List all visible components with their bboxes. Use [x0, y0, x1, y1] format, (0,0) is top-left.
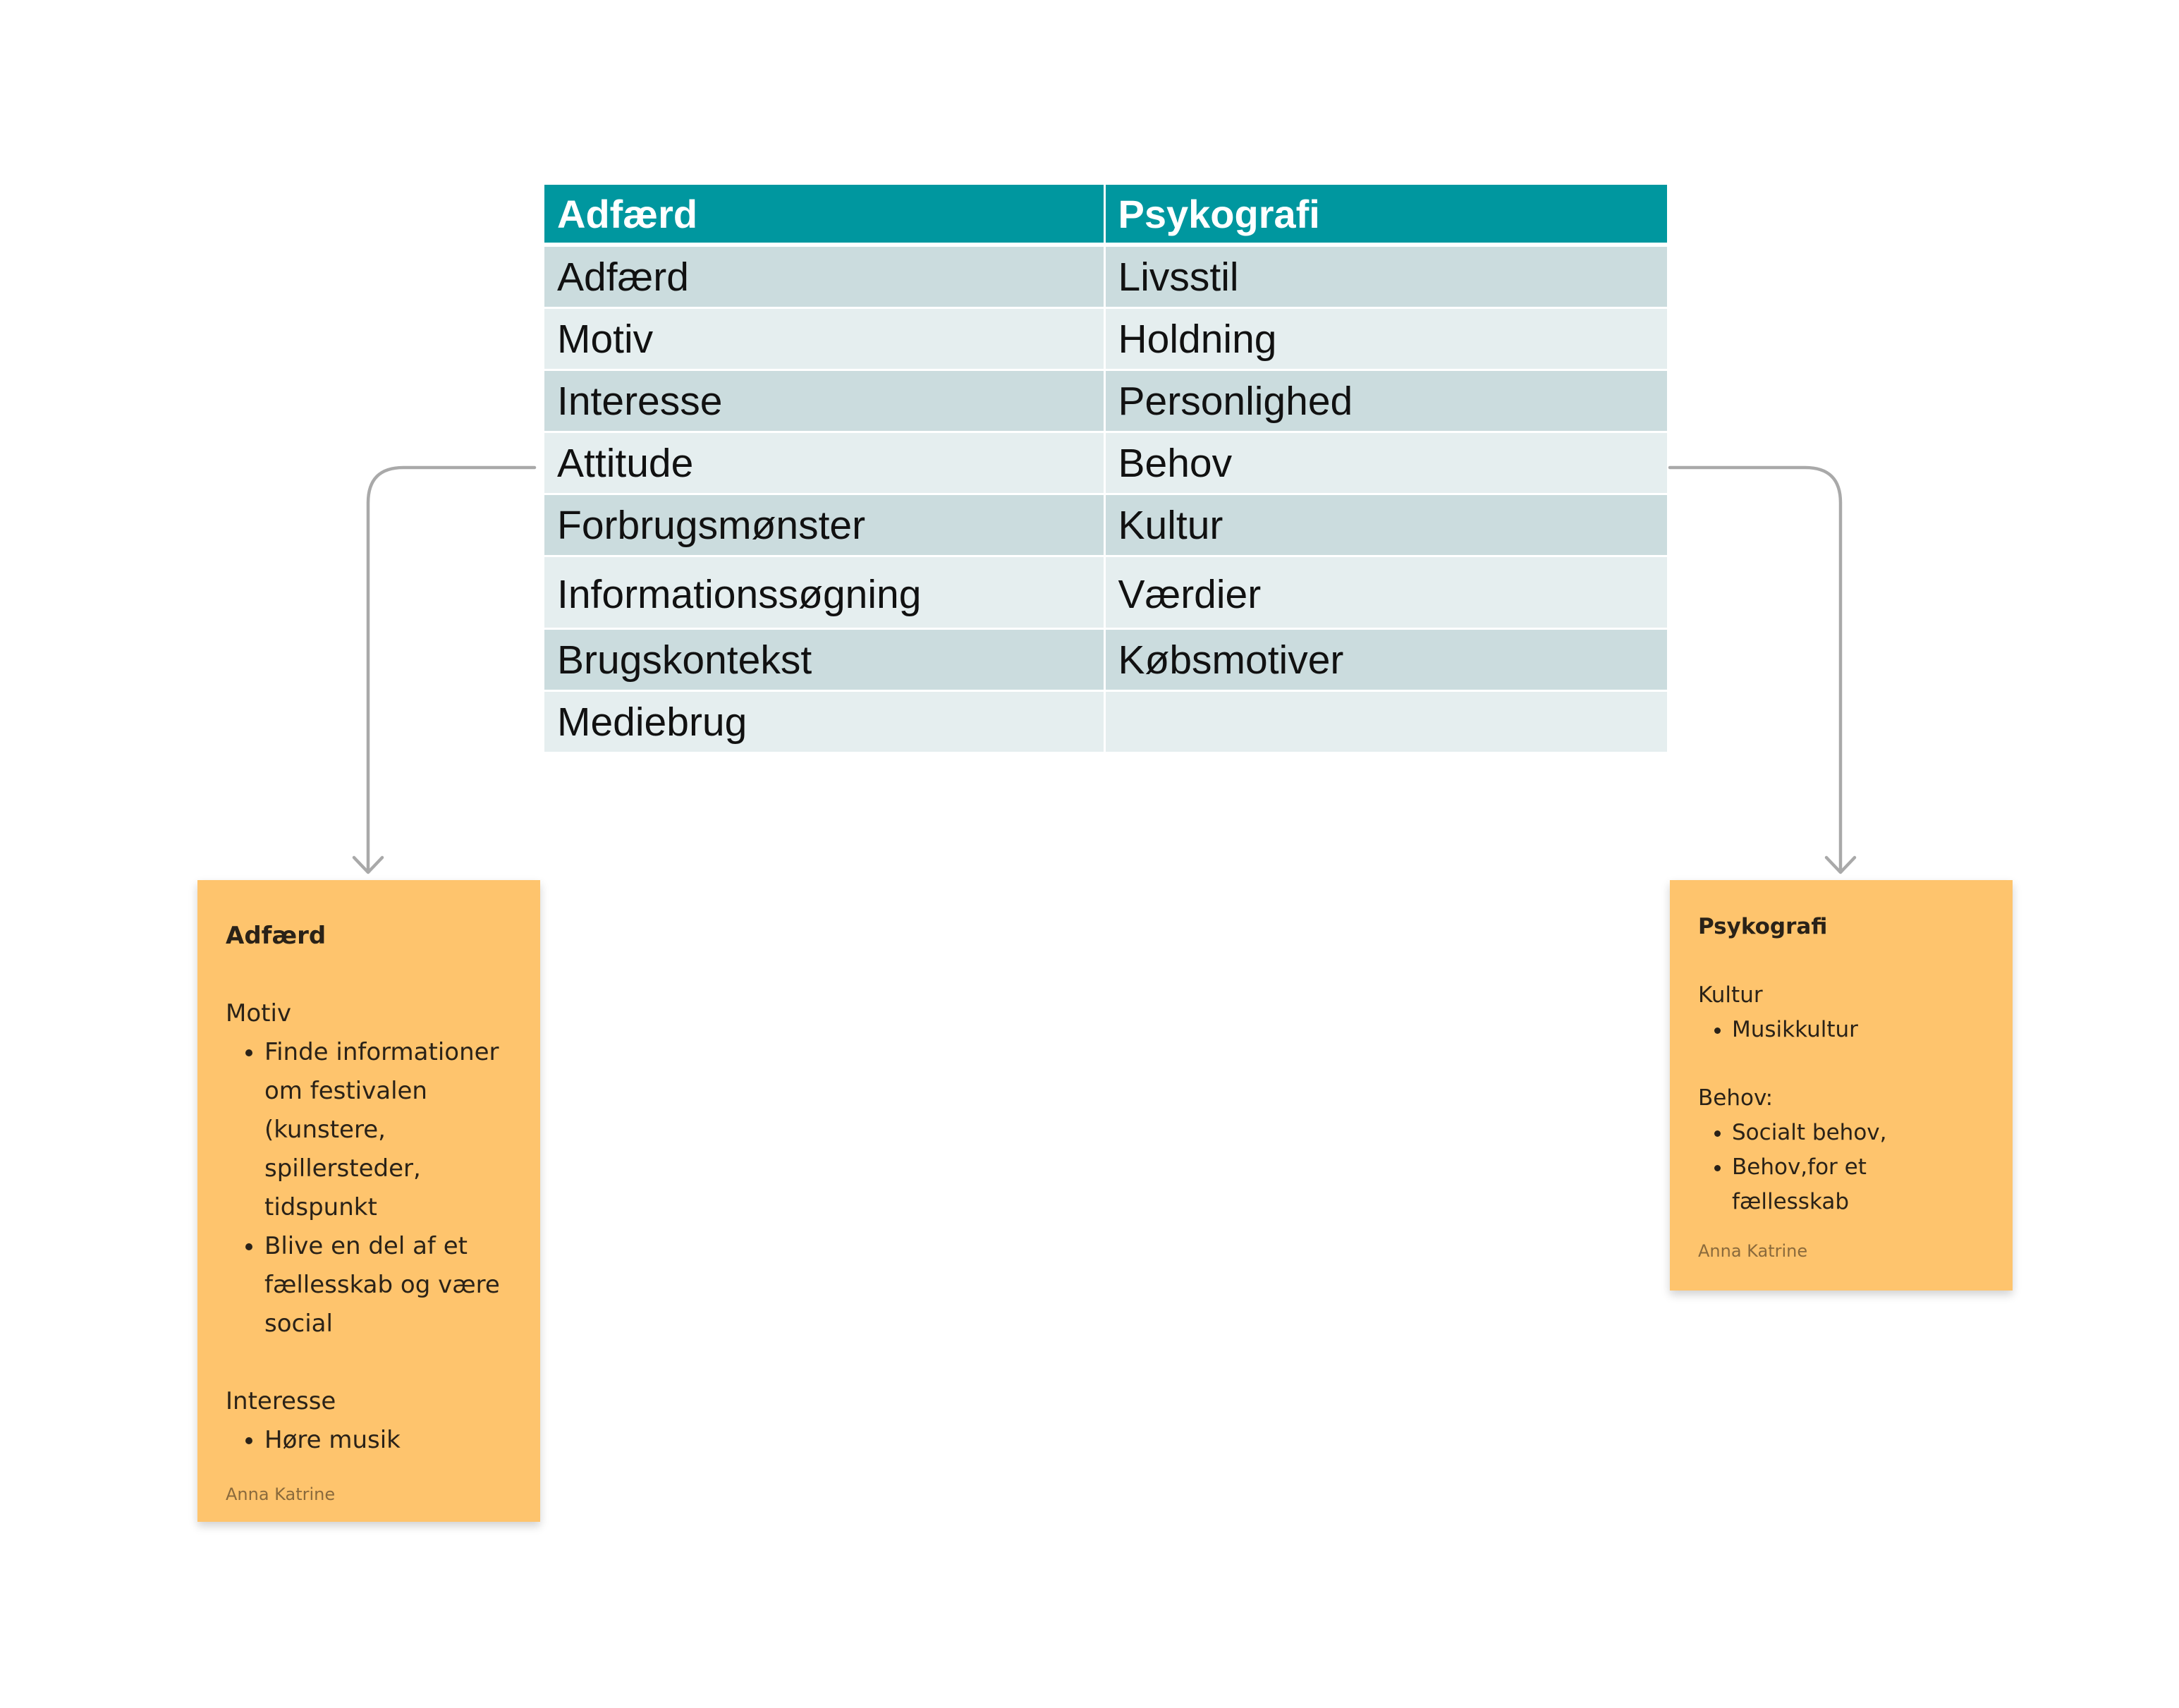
note-author: Anna Katrine — [1698, 1241, 1808, 1261]
table-cell: Kultur — [1104, 494, 1667, 557]
table-cell: Forbrugsmønster — [544, 494, 1106, 557]
list-item: Behov,for et fællesskab — [1732, 1150, 1984, 1219]
note-list: Musikkultur — [1698, 1013, 1984, 1047]
arrowhead-left-icon — [352, 855, 384, 874]
list-item: Finde informationer om festivalen (kunst… — [264, 1033, 512, 1227]
table-cell: Mediebrug — [544, 690, 1106, 754]
note-list: Høre musik — [226, 1421, 512, 1460]
table-cell: Holdning — [1104, 307, 1667, 371]
note-list: Finde informationer om festivalen (kunst… — [226, 1033, 512, 1343]
table-cell: Personlighed — [1104, 370, 1667, 433]
note-title: Psykografi — [1698, 914, 1828, 939]
sticky-note-adfaerd[interactable]: Adfærd Motiv Finde informationer om fest… — [197, 880, 540, 1522]
header-psykografi: Psykografi — [1104, 185, 1667, 247]
table-row: Interesse Personlighed — [544, 370, 1667, 433]
table-cell: Værdier — [1104, 556, 1667, 630]
segmentation-table: Adfærd Psykografi Adfærd Livsstil Motiv … — [544, 185, 1667, 754]
table-cell: Behov — [1104, 432, 1667, 495]
table-row: Forbrugsmønster Kultur — [544, 494, 1667, 557]
header-adfaerd: Adfærd — [544, 185, 1106, 247]
connector-right[interactable] — [1668, 465, 1843, 874]
note-section-kultur: Kultur Musikkultur — [1698, 978, 1984, 1047]
list-item: Socialt behov, — [1732, 1116, 1984, 1150]
table-cell: Livsstil — [1104, 245, 1667, 309]
note-section-behov: Behov: Socialt behov, Behov,for et fælle… — [1698, 1081, 1984, 1219]
table-row: Attitude Behov — [544, 432, 1667, 495]
note-section-heading: Motiv — [226, 999, 292, 1027]
table-cell — [1104, 690, 1667, 754]
table-cell: Informationssøgning — [544, 556, 1106, 630]
connector-left[interactable] — [366, 465, 537, 874]
table-cell: Attitude — [544, 432, 1106, 495]
list-item: Blive en del af et fællesskab og være so… — [264, 1227, 512, 1343]
table-row: Adfærd Livsstil — [544, 245, 1667, 309]
table-header-row: Adfærd Psykografi — [544, 185, 1667, 247]
table-cell: Købsmotiver — [1104, 628, 1667, 692]
table-row: Informationssøgning Værdier — [544, 556, 1667, 630]
sticky-note-psykografi[interactable]: Psykografi Kultur Musikkultur Behov: Soc… — [1670, 880, 2013, 1291]
note-section-heading: Behov: — [1698, 1085, 1774, 1111]
note-section-motiv: Motiv Finde informationer om festivalen … — [226, 994, 512, 1343]
arrowhead-right-icon — [1824, 855, 1857, 874]
table-cell: Motiv — [544, 307, 1106, 371]
table-row: Brugskontekst Købsmotiver — [544, 628, 1667, 692]
list-item: Musikkultur — [1732, 1013, 1984, 1047]
note-section-heading: Interesse — [226, 1387, 336, 1415]
note-title: Adfærd — [226, 922, 326, 950]
note-author: Anna Katrine — [226, 1484, 336, 1504]
note-section-heading: Kultur — [1698, 982, 1763, 1008]
table-cell: Adfærd — [544, 245, 1106, 309]
table-cell: Brugskontekst — [544, 628, 1106, 692]
note-section-interesse: Interesse Høre musik — [226, 1382, 512, 1460]
table-row: Mediebrug — [544, 690, 1667, 754]
table-row: Motiv Holdning — [544, 307, 1667, 371]
table-cell: Interesse — [544, 370, 1106, 433]
list-item: Høre musik — [264, 1421, 512, 1460]
note-list: Socialt behov, Behov,for et fællesskab — [1698, 1116, 1984, 1219]
